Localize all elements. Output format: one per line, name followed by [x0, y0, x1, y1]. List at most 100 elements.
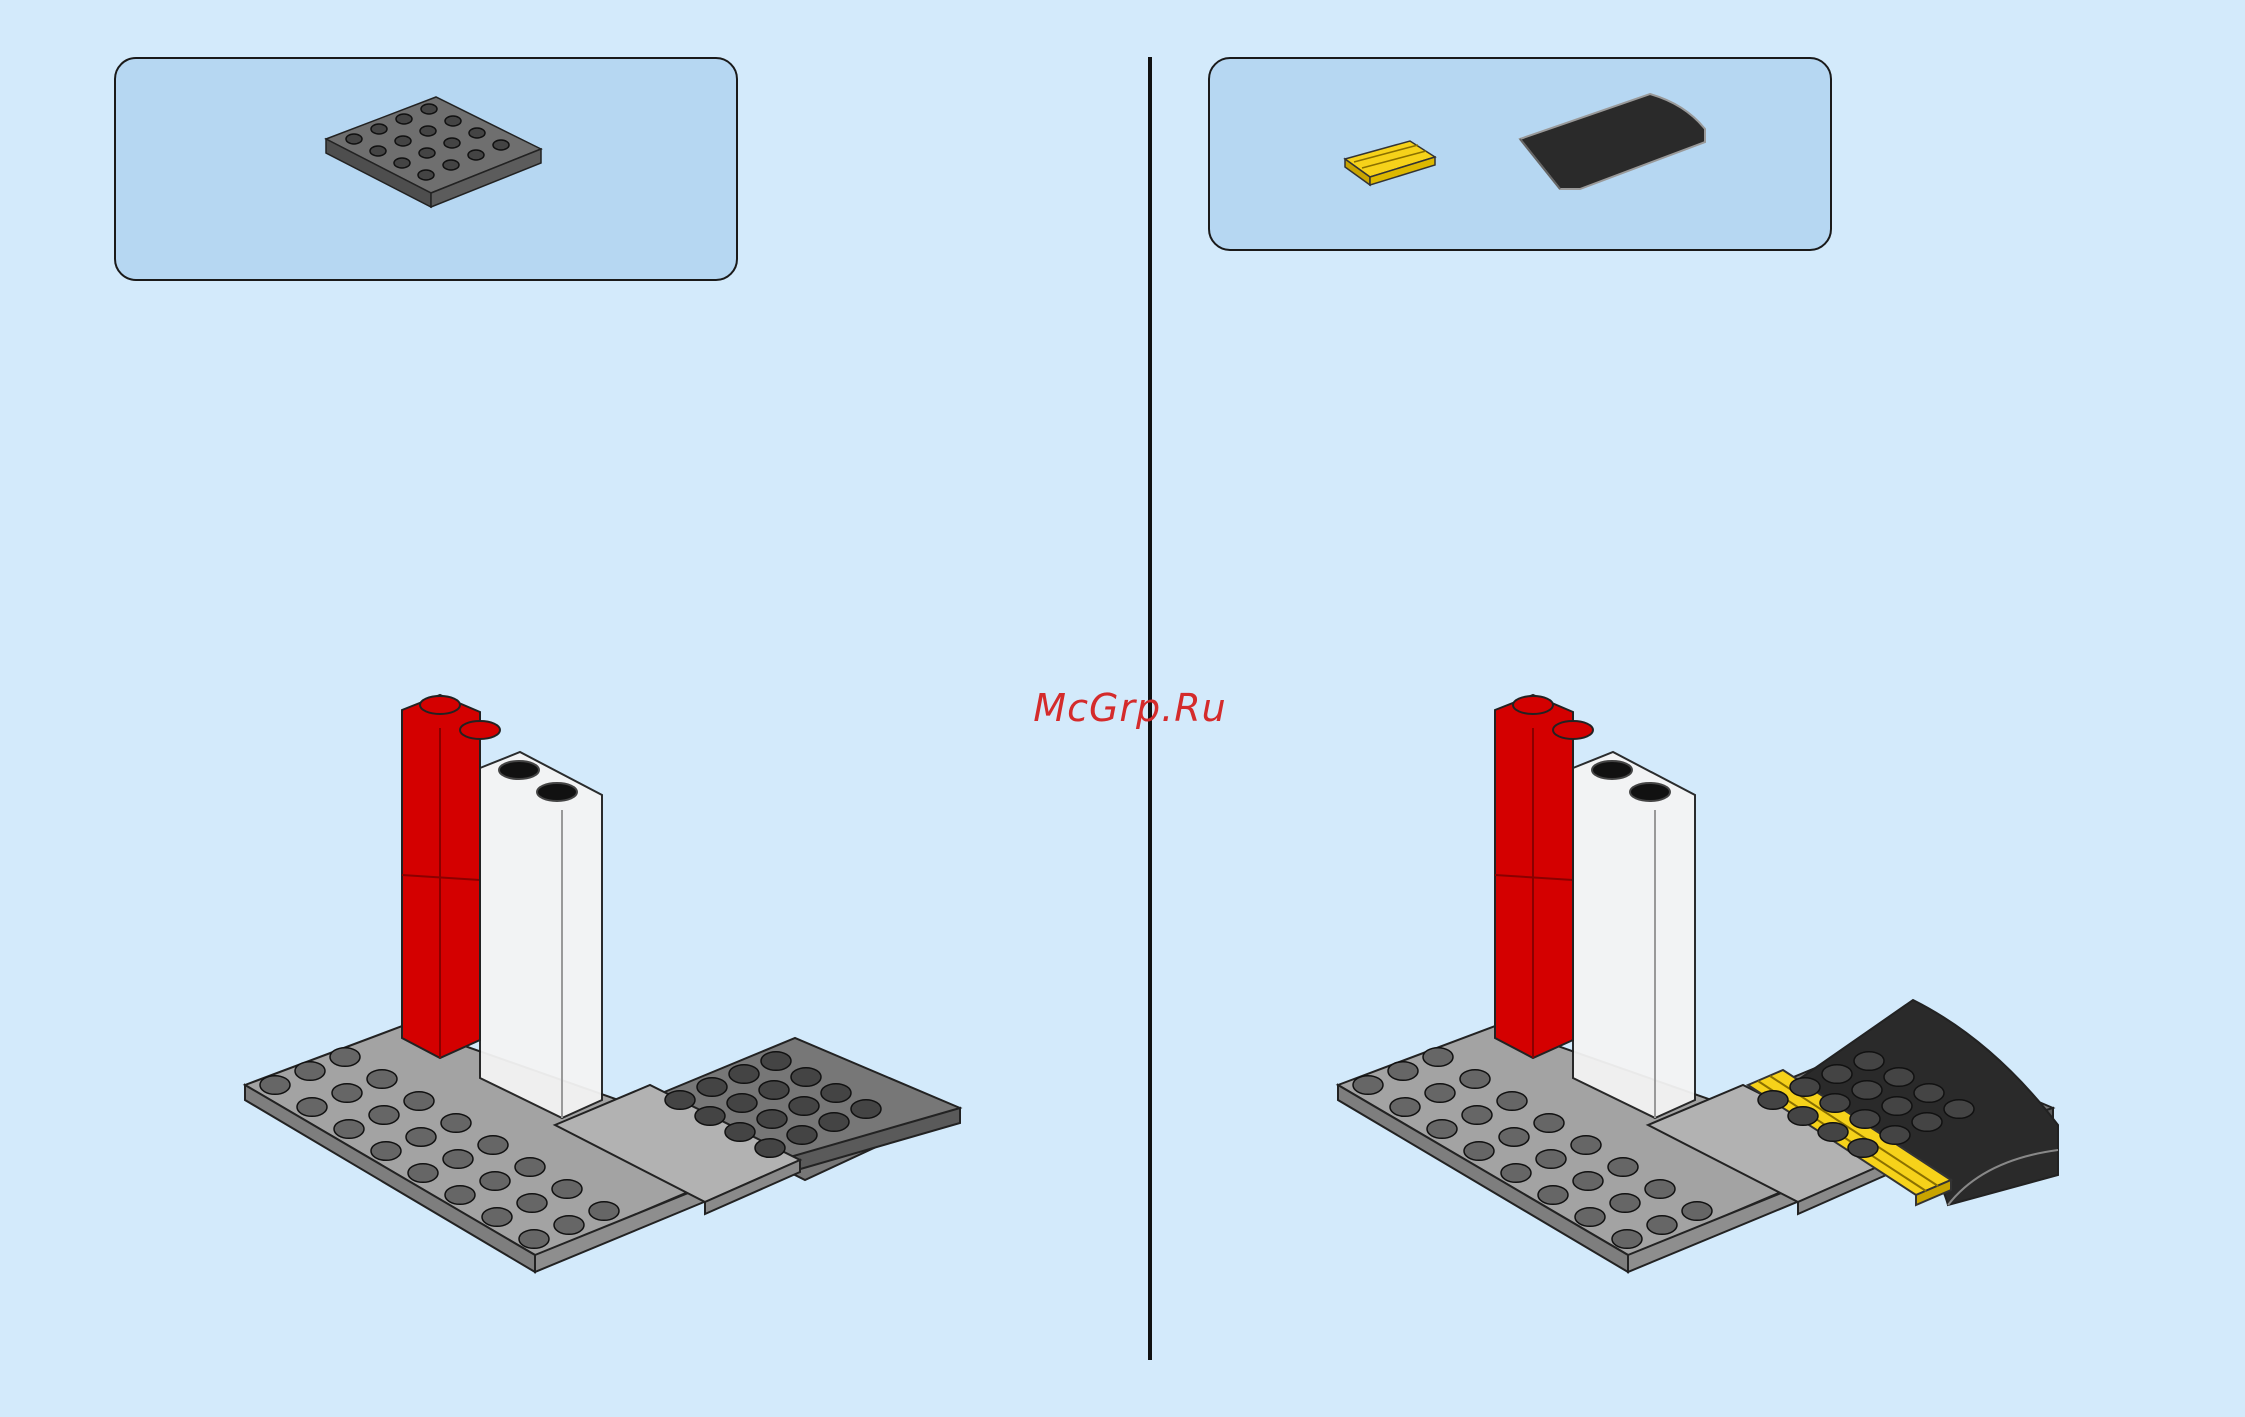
stud	[821, 1084, 851, 1103]
stud	[395, 136, 411, 146]
stud	[1499, 1128, 1529, 1147]
stud	[1464, 1142, 1494, 1161]
stud	[330, 1048, 360, 1067]
stud	[1647, 1216, 1677, 1235]
stud	[295, 1062, 325, 1081]
stud	[1427, 1120, 1457, 1139]
stud	[1353, 1076, 1383, 1095]
stud	[371, 124, 387, 134]
stud	[697, 1078, 727, 1097]
stud	[1538, 1186, 1568, 1205]
stud	[260, 1076, 290, 1095]
stud	[1852, 1081, 1882, 1100]
stud	[515, 1158, 545, 1177]
stud	[1612, 1230, 1642, 1249]
stud	[1536, 1150, 1566, 1169]
stud	[819, 1113, 849, 1132]
stud	[480, 1172, 510, 1191]
stud	[725, 1123, 755, 1142]
stud	[554, 1216, 584, 1235]
stud	[334, 1120, 364, 1139]
stud	[406, 1128, 436, 1147]
stud	[420, 126, 436, 136]
slope-curved-black-icon	[1515, 74, 1715, 204]
stud	[1818, 1123, 1848, 1142]
stud	[367, 1070, 397, 1089]
watermark-text: McGrp.Ru	[1020, 686, 1240, 730]
stud	[757, 1110, 787, 1129]
stud	[1497, 1092, 1527, 1111]
stud	[727, 1094, 757, 1113]
stud	[1884, 1068, 1914, 1087]
stud	[1880, 1126, 1910, 1145]
model-step-1	[240, 680, 980, 1360]
stud	[1571, 1136, 1601, 1155]
stud	[789, 1097, 819, 1116]
stud	[1848, 1139, 1878, 1158]
stud	[394, 158, 410, 168]
stud	[441, 1114, 471, 1133]
stud	[1534, 1114, 1564, 1133]
stud	[791, 1068, 821, 1087]
stud	[761, 1052, 791, 1071]
plate-4x4-dark-gray-icon	[306, 79, 546, 229]
stud	[1850, 1110, 1880, 1129]
parts-callout-step-2	[1208, 57, 1832, 251]
stud	[445, 116, 461, 126]
stud	[418, 170, 434, 180]
stud	[1501, 1164, 1531, 1183]
stud	[478, 1136, 508, 1155]
stud	[519, 1230, 549, 1249]
stud	[1423, 1048, 1453, 1067]
stud	[443, 160, 459, 170]
stud	[1610, 1194, 1640, 1213]
stud	[493, 140, 509, 150]
stud	[1575, 1208, 1605, 1227]
stud	[346, 134, 362, 144]
tile-1x2-grille-yellow-icon	[1340, 129, 1450, 199]
stud	[408, 1164, 438, 1183]
stud	[297, 1098, 327, 1117]
stud	[1608, 1158, 1638, 1177]
stud	[371, 1142, 401, 1161]
stud	[419, 148, 435, 158]
stud	[1388, 1062, 1418, 1081]
stud	[517, 1194, 547, 1213]
stud	[729, 1065, 759, 1084]
stud	[332, 1084, 362, 1103]
stud	[1820, 1094, 1850, 1113]
stud	[759, 1081, 789, 1100]
stud	[1425, 1084, 1455, 1103]
parts-callout-step-1	[114, 57, 738, 281]
stud	[444, 138, 460, 148]
stud	[468, 150, 484, 160]
stud	[370, 146, 386, 156]
stud	[443, 1150, 473, 1169]
stud	[445, 1186, 475, 1205]
stud	[1390, 1098, 1420, 1117]
stud	[1682, 1202, 1712, 1221]
model-step-2	[1333, 680, 2073, 1360]
stud	[469, 128, 485, 138]
stud	[1790, 1078, 1820, 1097]
stud	[482, 1208, 512, 1227]
stud	[1645, 1180, 1675, 1199]
stud	[755, 1139, 785, 1158]
stud	[404, 1092, 434, 1111]
stud	[1788, 1107, 1818, 1126]
stud	[552, 1180, 582, 1199]
stud	[1912, 1113, 1942, 1132]
stud	[589, 1202, 619, 1221]
stud	[421, 104, 437, 114]
stud	[1822, 1065, 1852, 1084]
stud	[1758, 1091, 1788, 1110]
stud	[695, 1107, 725, 1126]
stud	[396, 114, 412, 124]
stud	[851, 1100, 881, 1119]
stud	[1854, 1052, 1884, 1071]
stud	[1460, 1070, 1490, 1089]
stud	[665, 1091, 695, 1110]
stud	[1914, 1084, 1944, 1103]
stud	[1462, 1106, 1492, 1125]
stud	[1573, 1172, 1603, 1191]
